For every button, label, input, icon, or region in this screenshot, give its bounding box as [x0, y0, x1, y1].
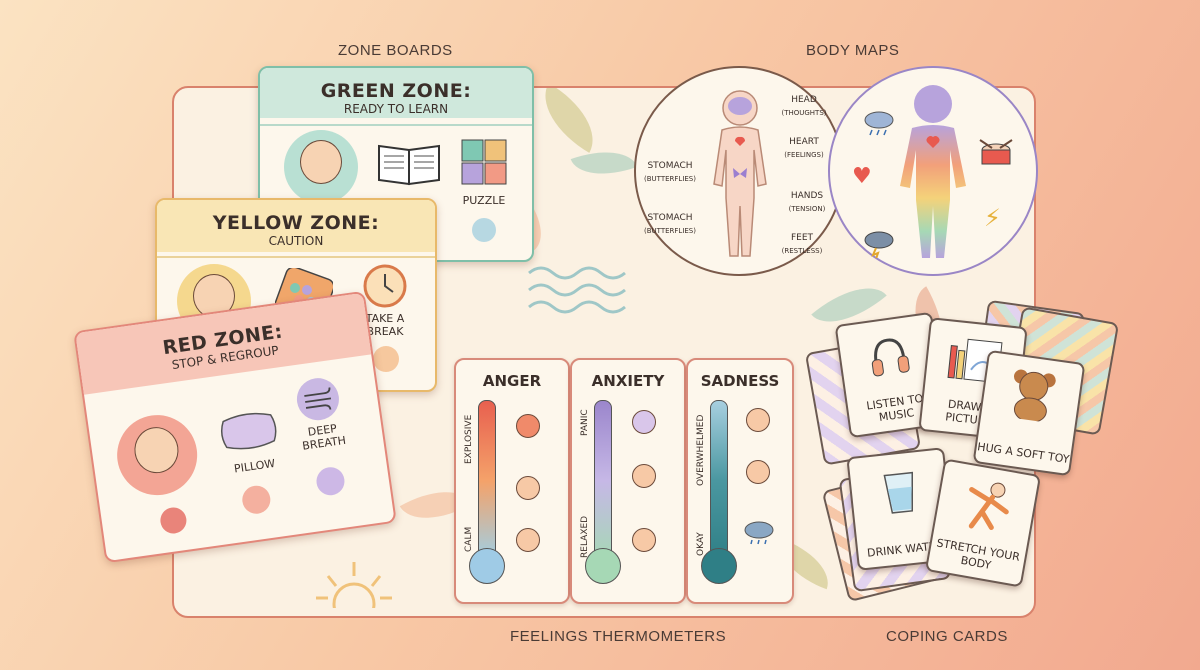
section-label-body-maps: BODY MAPS	[806, 42, 900, 59]
body-map-colored: ♥ ⚡	[828, 66, 1038, 276]
color-dot	[314, 465, 347, 498]
divider	[260, 124, 532, 126]
take-a-break-label: TAKE A BREAK	[365, 312, 405, 338]
clock-icon	[363, 264, 407, 308]
sad-face-icon	[746, 408, 770, 432]
feet-label: FEET(RESTLESS)	[781, 233, 823, 255]
color-dot	[158, 505, 189, 536]
sadness-bottom-label: OKAY	[696, 532, 706, 556]
leaf-decoration	[528, 88, 610, 153]
face-icon	[131, 424, 182, 476]
thermometer-title: SADNESS	[700, 372, 780, 390]
book-icon	[378, 144, 440, 186]
red-zone-card[interactable]: RED ZONE: STOP & REGROUP PILLOW DEEP BRE…	[73, 290, 397, 564]
yellow-zone-subtitle: CAUTION	[268, 234, 324, 248]
heart-label: HEART(FEELINGS)	[784, 137, 824, 159]
rainbow-body-icon	[900, 85, 966, 258]
stomach-label-2: STOMACH(BUTTERFLIES)	[644, 213, 696, 235]
worried-face-icon	[632, 464, 656, 488]
thermometer-title: ANXIETY	[591, 372, 665, 390]
waves-decoration	[528, 266, 626, 314]
stomach-label-1: STOMACH(BUTTERFLIES)	[644, 161, 696, 183]
crying-face-icon	[746, 460, 770, 484]
anxiety-top-label: PANIC	[580, 409, 590, 436]
coping-card-music[interactable]: LISTEN TO MUSIC	[834, 311, 948, 439]
rain-cloud-icon	[744, 521, 774, 545]
lightning-icon: ⚡	[984, 204, 1001, 232]
anxiety-thermometer: ANXIETY PANIC RELAXED	[570, 358, 686, 604]
child-avatar-upset	[111, 409, 203, 501]
pillow-icon	[220, 412, 277, 450]
thermometer-tube	[710, 400, 728, 562]
storm-cloud-icon	[864, 231, 894, 258]
puzzle-icon	[461, 139, 507, 185]
section-label-coping-cards: COPING CARDS	[886, 628, 1008, 645]
thermometer-bulb	[701, 548, 737, 584]
thermometer-title: ANGER	[482, 372, 542, 390]
rain-cloud-icon	[864, 111, 894, 136]
green-zone-subtitle: READY TO LEARN	[343, 102, 449, 116]
coping-card-hug[interactable]: HUG A SOFT TOY	[972, 349, 1086, 477]
headphones-icon	[871, 338, 910, 377]
divider	[157, 256, 435, 258]
color-dot	[240, 483, 273, 516]
relaxed-face-icon	[632, 528, 656, 552]
head-label: HEAD(THOUGHTS)	[781, 95, 827, 117]
anger-bottom-label: CALM	[464, 526, 474, 552]
coping-card-label: HUG A SOFT TOY	[976, 440, 1071, 467]
angry-face-icon	[516, 414, 540, 438]
anger-thermometer: ANGER EXPLOSIVE CALM	[454, 358, 570, 604]
sadness-thermometer: SADNESS OVERWHELMED OKAY	[686, 358, 794, 604]
calm-face-icon	[516, 528, 540, 552]
sun-decoration	[316, 562, 392, 608]
anger-top-label: EXPLOSIVE	[464, 414, 474, 464]
heart-icon: ♥	[852, 164, 872, 189]
section-label-feelings-thermometers: FEELINGS THERMOMETERS	[510, 628, 727, 645]
green-zone-header	[260, 68, 532, 118]
coping-card-label: STRETCH YOUR BODY	[935, 536, 1021, 572]
yellow-zone-title: YELLOW ZONE:	[212, 212, 380, 234]
stretching-child-icon	[968, 482, 1009, 531]
section-label-zone-boards: ZONE BOARDS	[338, 42, 453, 59]
panic-face-icon	[632, 410, 656, 434]
thermometer-tube	[594, 400, 612, 562]
coping-card-stretch[interactable]: STRETCH YOUR BODY	[924, 458, 1042, 588]
color-dot	[373, 346, 399, 372]
yellow-zone-header	[157, 200, 435, 252]
coping-card-water[interactable]: DRINK WATER	[846, 447, 956, 571]
thermometer-bulb	[469, 548, 505, 584]
body-map-labeled: HEAD(THOUGHTS) HEART(FEELINGS) STOMACH(B…	[634, 66, 844, 276]
teddy-bear-icon	[1013, 369, 1056, 423]
body-outline-icon	[713, 90, 767, 257]
face-icon	[300, 140, 342, 184]
neutral-face-icon	[516, 476, 540, 500]
deep-breath-label: DEEP BREATH	[301, 421, 347, 453]
pillow-label: PILLOW	[233, 456, 276, 476]
green-zone-title: GREEN ZONE:	[320, 80, 472, 102]
sadness-top-label: OVERWHELMED	[696, 414, 706, 486]
hands-label: HANDS(TENSION)	[788, 191, 826, 213]
thermometer-bulb	[585, 548, 621, 584]
thermometer-tube	[478, 400, 496, 562]
color-dot	[472, 218, 496, 242]
water-glass-icon	[883, 471, 914, 514]
drum-icon	[979, 139, 1013, 165]
wind-icon	[294, 375, 342, 423]
child-avatar-calm	[284, 130, 358, 204]
anxiety-bottom-label: RELAXED	[580, 515, 590, 558]
puzzle-label: PUZZLE	[462, 194, 506, 207]
